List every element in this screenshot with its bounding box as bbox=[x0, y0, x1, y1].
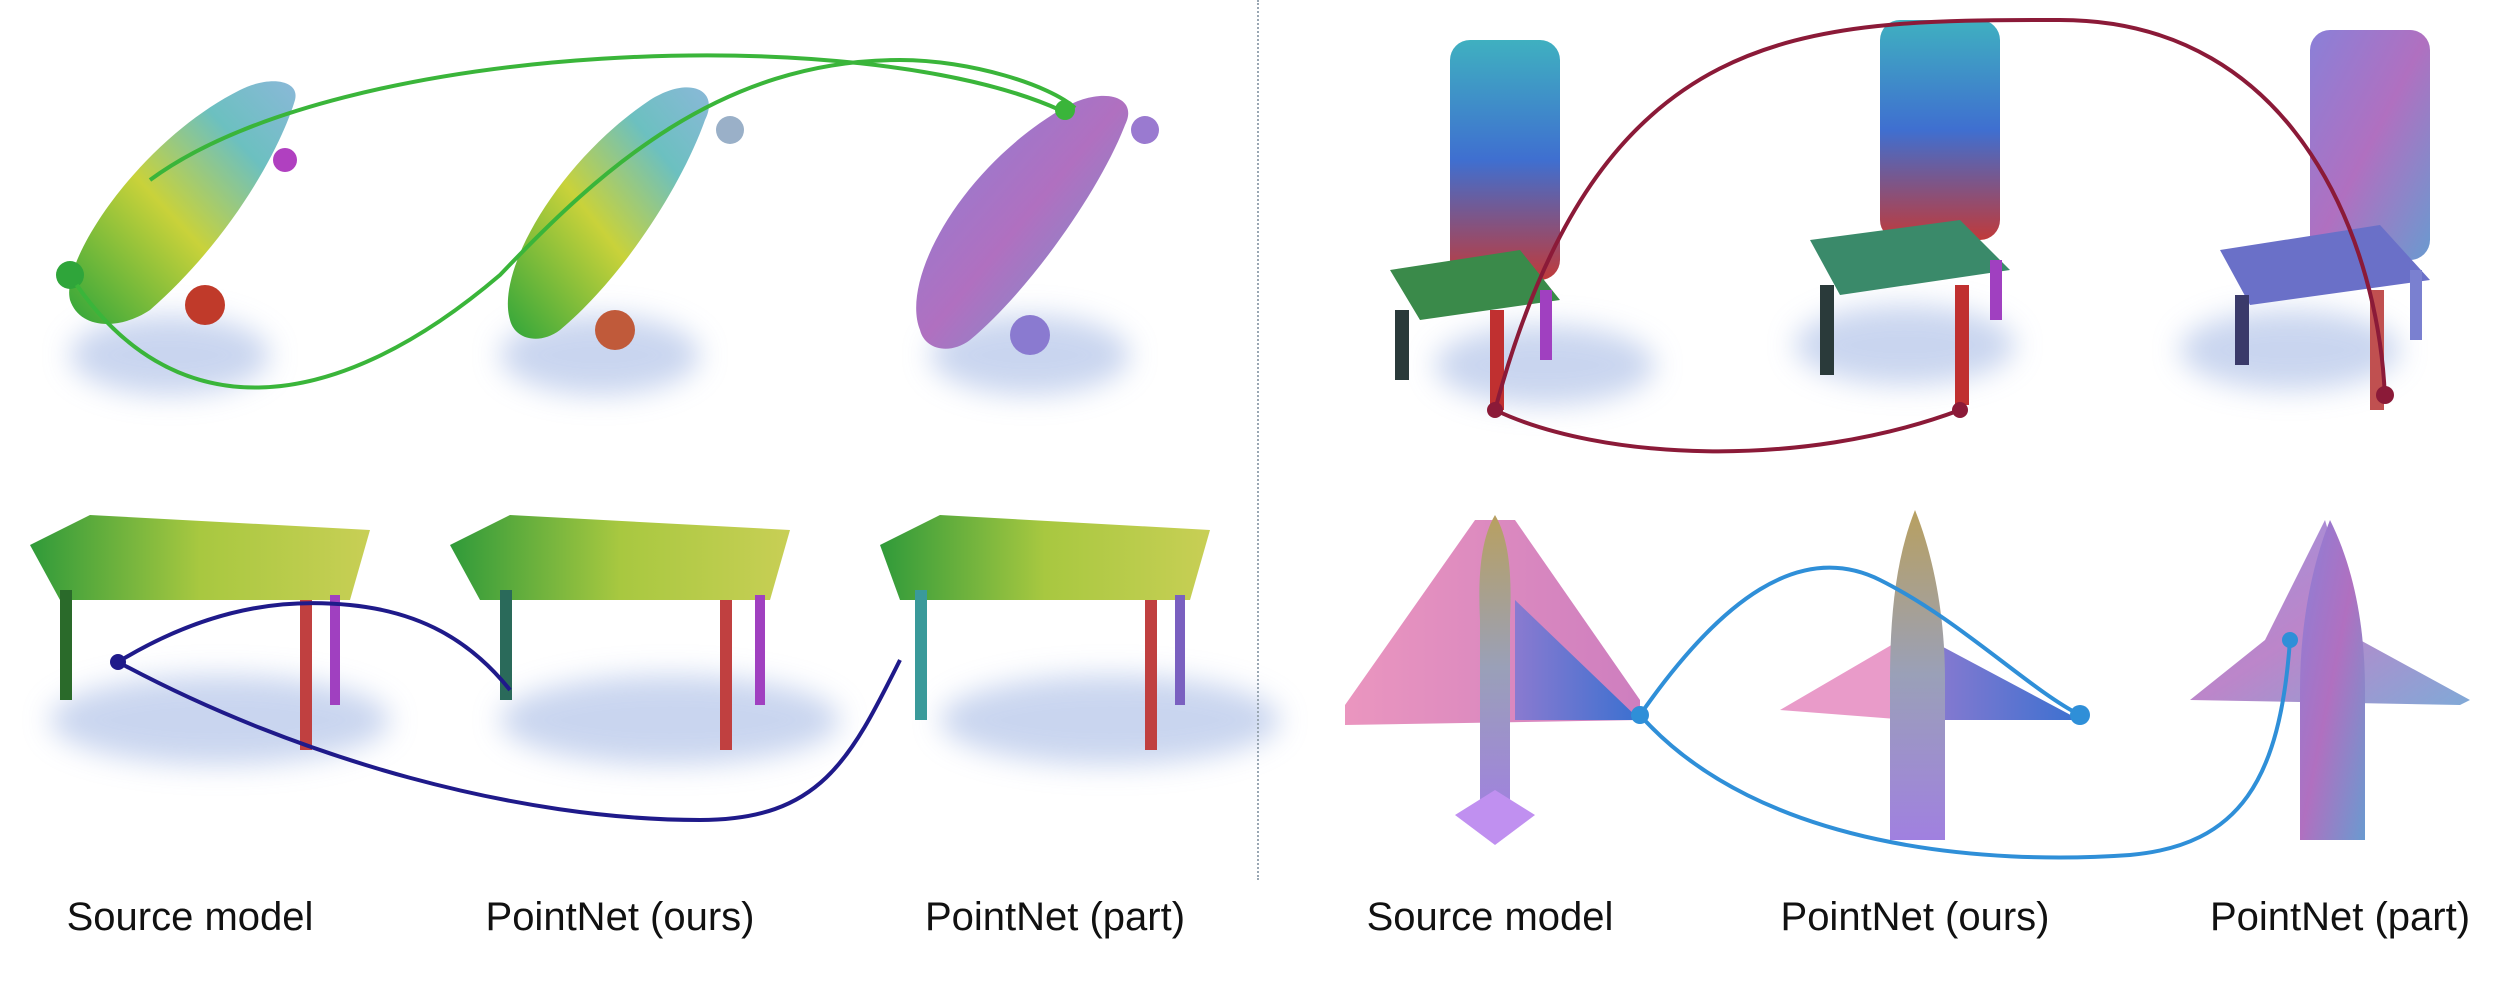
caption-right-ours: PointNet (ours) bbox=[1780, 895, 2050, 939]
table-part bbox=[880, 515, 1210, 750]
skateboard-ours bbox=[507, 87, 744, 350]
airplane-source bbox=[1345, 515, 1640, 845]
link-endpoints bbox=[58, 100, 2394, 725]
airplane-link bbox=[1638, 565, 2081, 717]
panel-divider bbox=[1257, 0, 1259, 880]
chair-source bbox=[1390, 40, 1560, 410]
caption-right-part: PointNet (part) bbox=[2209, 895, 2471, 939]
caption-left-source: Source model bbox=[66, 895, 314, 939]
airplane-ours bbox=[1780, 510, 2080, 840]
chair-ours bbox=[1810, 20, 2010, 405]
skateboard-source bbox=[56, 81, 297, 325]
skateboard-part bbox=[916, 95, 1159, 355]
skateboard-link bbox=[68, 57, 1077, 390]
chair-link bbox=[1494, 408, 1961, 454]
chair-link-upper bbox=[1493, 17, 2387, 411]
table-source bbox=[30, 515, 370, 750]
caption-left-ours: PointNet (ours) bbox=[485, 895, 755, 939]
caption-right-source: Source model bbox=[1366, 895, 1614, 939]
table-ours bbox=[450, 515, 790, 750]
caption-left-part: PointNet (part) bbox=[924, 895, 1186, 939]
table-link-upper bbox=[116, 601, 512, 692]
airplane-part bbox=[2190, 520, 2470, 840]
table-link bbox=[117, 659, 902, 823]
skateboard-link-upper bbox=[148, 53, 1061, 182]
airplane-link-lower bbox=[1638, 639, 2292, 860]
